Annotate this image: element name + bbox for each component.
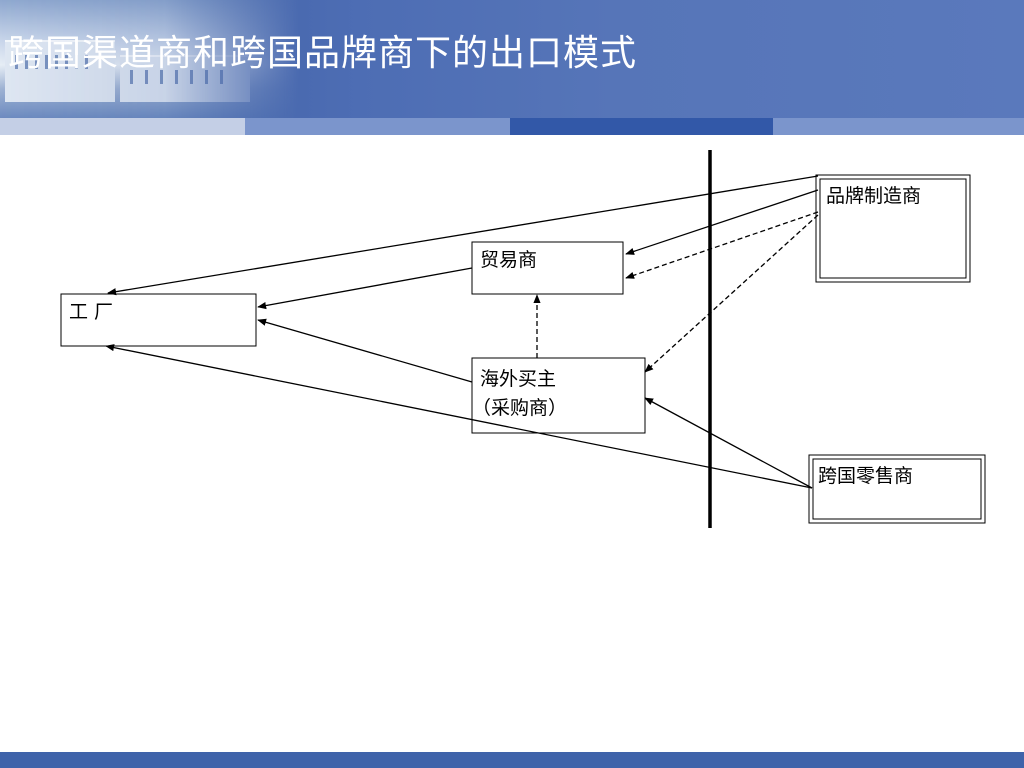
dashed-arrow-brand-to-buyer [644, 214, 819, 373]
page-title: 跨国渠道商和跨国品牌商下的出口模式 [8, 33, 638, 74]
building-photo [0, 0, 300, 118]
arrow-trader-to-factory [257, 267, 473, 310]
retailer-label: 跨国零售商 [818, 465, 913, 487]
arrow-retailer-to-factory [105, 344, 813, 489]
stripe-segment [245, 118, 510, 135]
factory-box [60, 293, 257, 347]
stripe-segment [0, 118, 245, 135]
retailer-box-outer [808, 454, 986, 524]
stripe-segment [510, 118, 773, 135]
header-stripe [0, 118, 1024, 135]
arrow-brand-to-factory [107, 175, 819, 296]
brand-maker-label: 品牌制造商 [826, 185, 921, 207]
header-banner: 跨国渠道商和跨国品牌商下的出口模式 [0, 0, 1024, 118]
arrow-brand-to-trader [625, 189, 819, 255]
trader-label: 贸易商 [480, 249, 537, 271]
buyer-label-line1: 海外买主 [480, 368, 556, 390]
buyer-label-line2: （采购商） [472, 397, 567, 419]
retailer-box-inner [812, 458, 982, 520]
buyer-box [471, 357, 646, 434]
stripe-segment [773, 118, 1024, 135]
dashed-arrow-brand-to-trader [625, 211, 819, 279]
brand-maker-box-outer [815, 174, 971, 283]
footer-bar [0, 752, 1024, 768]
brand-maker-box-inner [819, 178, 967, 279]
trader-box [471, 241, 624, 295]
arrow-buyer-to-factory [257, 318, 473, 383]
factory-label: 工 厂 [69, 301, 113, 323]
arrow-retailer-to-buyer [644, 397, 813, 489]
